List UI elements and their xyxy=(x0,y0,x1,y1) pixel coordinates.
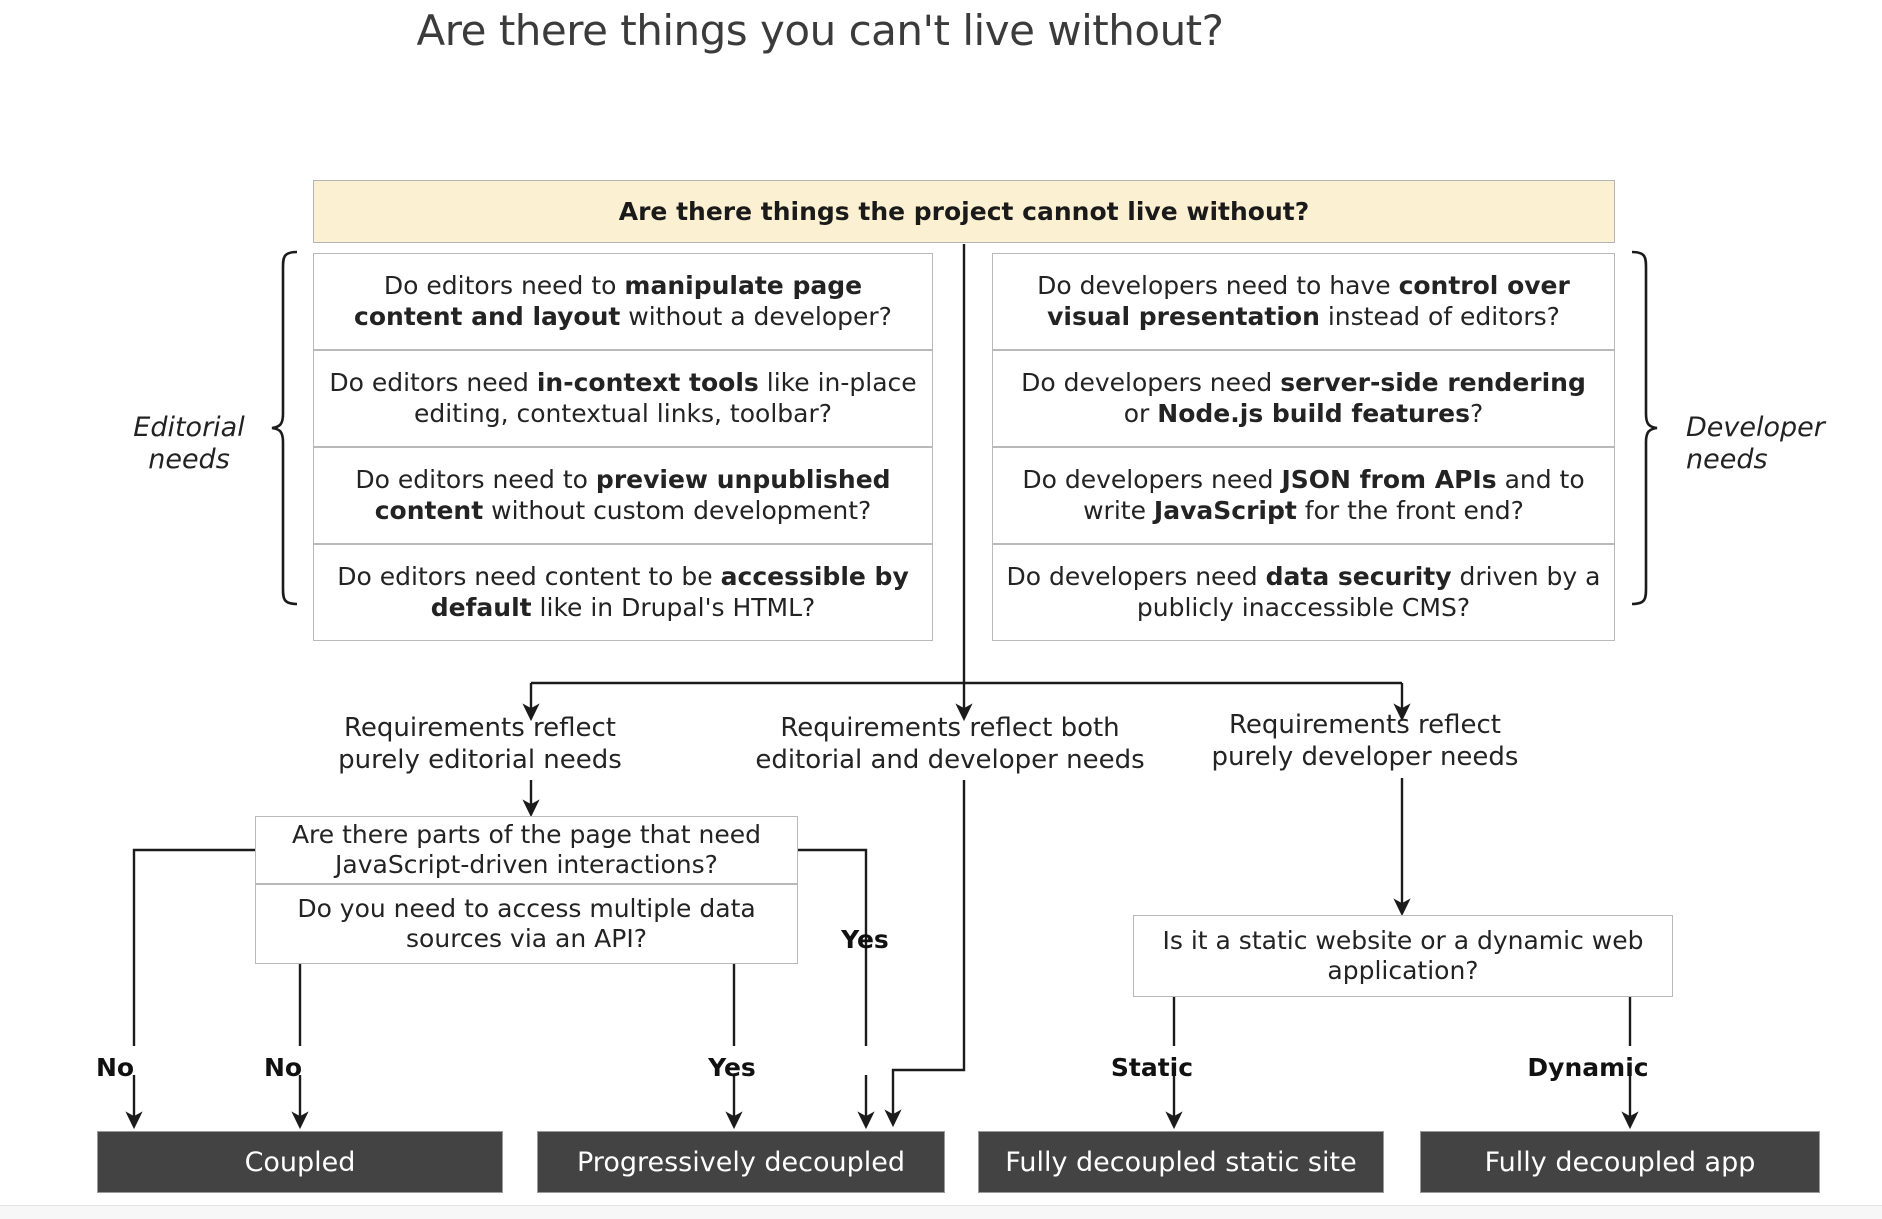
page-title: Are there things you can't live without? xyxy=(416,6,1224,55)
decision-javascript-interactions: Are there parts of the page that need Ja… xyxy=(255,816,798,884)
q-text-plain: instead of editors? xyxy=(1319,301,1560,331)
result-progressively-decoupled: Progressively decoupled xyxy=(537,1131,945,1193)
result-fully-decoupled-static-site: Fully decoupled static site xyxy=(978,1131,1384,1193)
editorial-needs-label: Editorial needs xyxy=(133,412,245,476)
q-text-bold: data security xyxy=(1265,562,1452,591)
q-text-bold: in-context tools xyxy=(536,368,759,397)
question-cell-manipulate-layout: Do editors need to manipulate page conte… xyxy=(313,253,933,350)
edge-label-dynamic: Dynamic xyxy=(1527,1053,1649,1082)
q-text-plain: Do editors need to xyxy=(383,271,625,300)
q-text-plain: Do developers need to have xyxy=(1037,271,1399,300)
q-text-plain: for the front end? xyxy=(1296,495,1524,525)
q-text-plain: ? xyxy=(1469,398,1484,428)
branch-label-both: Requirements reflect both editorial and … xyxy=(755,713,1145,775)
result-coupled: Coupled xyxy=(97,1131,503,1193)
developer-needs-label: Developer needs xyxy=(1686,412,1825,476)
q-text-plain: like in-place editing, contextual links,… xyxy=(413,368,917,428)
edge-label-no-javascript: No xyxy=(95,1053,135,1082)
q-text-bold: control over visual presentation xyxy=(1047,271,1570,331)
branch-label-purely-editorial: Requirements reflect purely editorial ne… xyxy=(338,713,622,775)
question-cell-json-javascript: Do developers need JSON from APIs and to… xyxy=(992,447,1615,544)
q-text-plain: Do editors need xyxy=(329,368,537,397)
question-cell-data-security: Do developers need data security driven … xyxy=(992,544,1615,641)
matrix-header: Are there things the project cannot live… xyxy=(313,180,1615,243)
question-cell-preview-unpublished: Do editors need to preview unpublished c… xyxy=(313,447,933,544)
q-text-plain: like in Drupal's HTML? xyxy=(531,592,816,622)
q-text-plain: Do editors need content to be xyxy=(337,562,721,591)
edge-label-no-api: No xyxy=(263,1053,303,1082)
q-text-plain: without custom development? xyxy=(483,495,872,525)
question-cell-ssr-node: Do developers need server-side rendering… xyxy=(992,350,1615,447)
edge-label-yes-javascript: Yes xyxy=(841,925,889,954)
q-text-plain: Do editors need to xyxy=(355,465,596,494)
q-text-plain: Do developers need xyxy=(1022,465,1282,494)
bottom-strip xyxy=(0,1205,1882,1219)
q-text-bold: Node.js build features xyxy=(1157,398,1470,428)
q-text-plain: or xyxy=(1123,398,1158,428)
q-text-bold: JSON from APIs xyxy=(1281,465,1497,494)
question-cell-control-visual: Do developers need to have control over … xyxy=(992,253,1615,350)
edge-label-yes-api: Yes xyxy=(708,1053,756,1082)
q-text-bold: server-side rendering xyxy=(1280,368,1586,397)
edge-label-static: Static xyxy=(1110,1053,1194,1082)
q-text-plain: driven by a publicly inaccessible CMS? xyxy=(1136,562,1601,622)
decision-multiple-data-sources: Do you need to access multiple data sour… xyxy=(255,884,798,964)
result-fully-decoupled-app: Fully decoupled app xyxy=(1420,1131,1820,1193)
q-text-bold: preview unpublished content xyxy=(374,465,891,525)
q-text-bold: accessible by default xyxy=(430,562,909,622)
question-cell-in-context-tools: Do editors need in-context tools like in… xyxy=(313,350,933,447)
q-text-plain: Do developers need xyxy=(1021,368,1281,397)
q-text-bold: JavaScript xyxy=(1153,495,1297,525)
q-text-bold: manipulate page content and layout xyxy=(354,271,863,331)
question-cell-accessible-by-default: Do editors need content to be accessible… xyxy=(313,544,933,641)
branch-label-purely-developer: Requirements reflect purely developer ne… xyxy=(1211,710,1519,772)
decision-static-or-dynamic: Is it a static website or a dynamic web … xyxy=(1133,915,1673,997)
q-text-plain: Do developers need xyxy=(1006,562,1266,591)
q-text-plain: and to write xyxy=(1083,465,1585,525)
q-text-plain: without a developer? xyxy=(620,301,892,331)
